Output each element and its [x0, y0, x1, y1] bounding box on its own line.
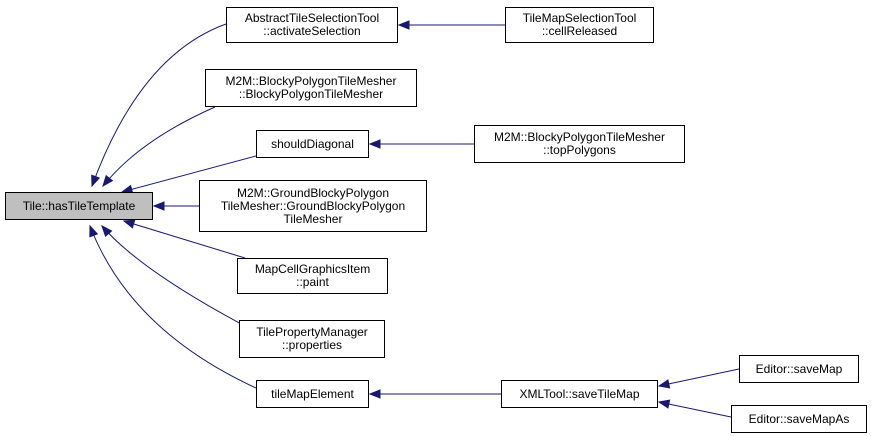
node-properties[interactable]: TilePropertyManager::properties	[239, 320, 385, 358]
edge-top-polygons-to-should-diagonal	[368, 139, 474, 149]
node-label-line: TilePropertyManager	[256, 325, 368, 339]
node-label-line: ::properties	[281, 338, 343, 352]
node-label-line: Editor::saveMapAs	[748, 411, 850, 426]
node-cell-released[interactable]: TileMapSelectionTool::cellReleased	[505, 7, 654, 43]
node-blocky-polygon-tile-mesher[interactable]: M2M::BlockyPolygonTileMesher::BlockyPoly…	[205, 69, 417, 107]
node-save-tile-map[interactable]: XMLTool::saveTileMap	[501, 380, 658, 408]
node-label-line: ::BlockyPolygonTileMesher	[238, 87, 384, 101]
node-label-line: M2M::BlockyPolygonTileMesher	[494, 130, 665, 144]
edge-blocky-polygon-tile-mesher-to-has-tile-template	[102, 106, 216, 188]
edge-save-map-to-save-tile-map	[657, 368, 740, 389]
edge-activate-selection-to-has-tile-template	[91, 23, 227, 188]
node-label-line: ::paint	[296, 275, 329, 289]
edge-tile-map-element-to-has-tile-template	[89, 224, 257, 389]
edge-save-map-as-to-save-tile-map	[657, 399, 732, 418]
node-label-line: M2M::GroundBlockyPolygon	[236, 185, 390, 200]
edge-properties-to-has-tile-template	[101, 224, 246, 327]
node-top-polygons[interactable]: M2M::BlockyPolygonTileMesher::topPolygon…	[474, 125, 685, 163]
node-label-line: XMLTool::saveTileMap	[519, 386, 640, 401]
node-has-tile-template: Tile::hasTileTemplate	[5, 192, 153, 220]
edge-ground-blocky-polygon-tile-mesher-to-has-tile-template	[152, 201, 199, 211]
node-save-map-as[interactable]: Editor::saveMapAs	[731, 405, 867, 433]
node-label-line: ::activateSelection	[263, 24, 361, 38]
node-label-line: Editor::saveMap	[755, 361, 843, 376]
node-save-map[interactable]: Editor::saveMap	[739, 355, 859, 383]
node-label-line: TileMapSelectionTool	[522, 11, 637, 25]
node-paint[interactable]: MapCellGraphicsItem::paint	[237, 258, 388, 294]
node-label-line: AbstractTileSelectionTool	[244, 11, 380, 25]
node-label-line: tileMapElement	[271, 386, 354, 401]
node-should-diagonal[interactable]: shouldDiagonal	[256, 130, 369, 158]
edge-save-tile-map-to-tile-map-element	[368, 389, 501, 399]
node-label-line: ::cellReleased	[541, 24, 618, 38]
edge-paint-to-has-tile-template	[122, 219, 246, 259]
node-label-line: TileMesher	[283, 211, 343, 226]
node-label-line: Tile::hasTileTemplate	[22, 198, 136, 213]
node-tile-map-element[interactable]: tileMapElement	[256, 380, 369, 408]
node-label-line: ::topPolygons	[543, 143, 616, 157]
node-label-line: M2M::BlockyPolygonTileMesher	[225, 74, 397, 88]
node-label-line: shouldDiagonal	[271, 136, 354, 151]
node-activate-selection[interactable]: AbstractTileSelectionTool::activateSelec…	[226, 7, 398, 43]
node-label-line: TileMesher::GroundBlockyPolygon	[220, 198, 406, 213]
node-label-line: MapCellGraphicsItem	[254, 262, 371, 276]
edge-cell-released-to-activate-selection	[397, 20, 505, 30]
